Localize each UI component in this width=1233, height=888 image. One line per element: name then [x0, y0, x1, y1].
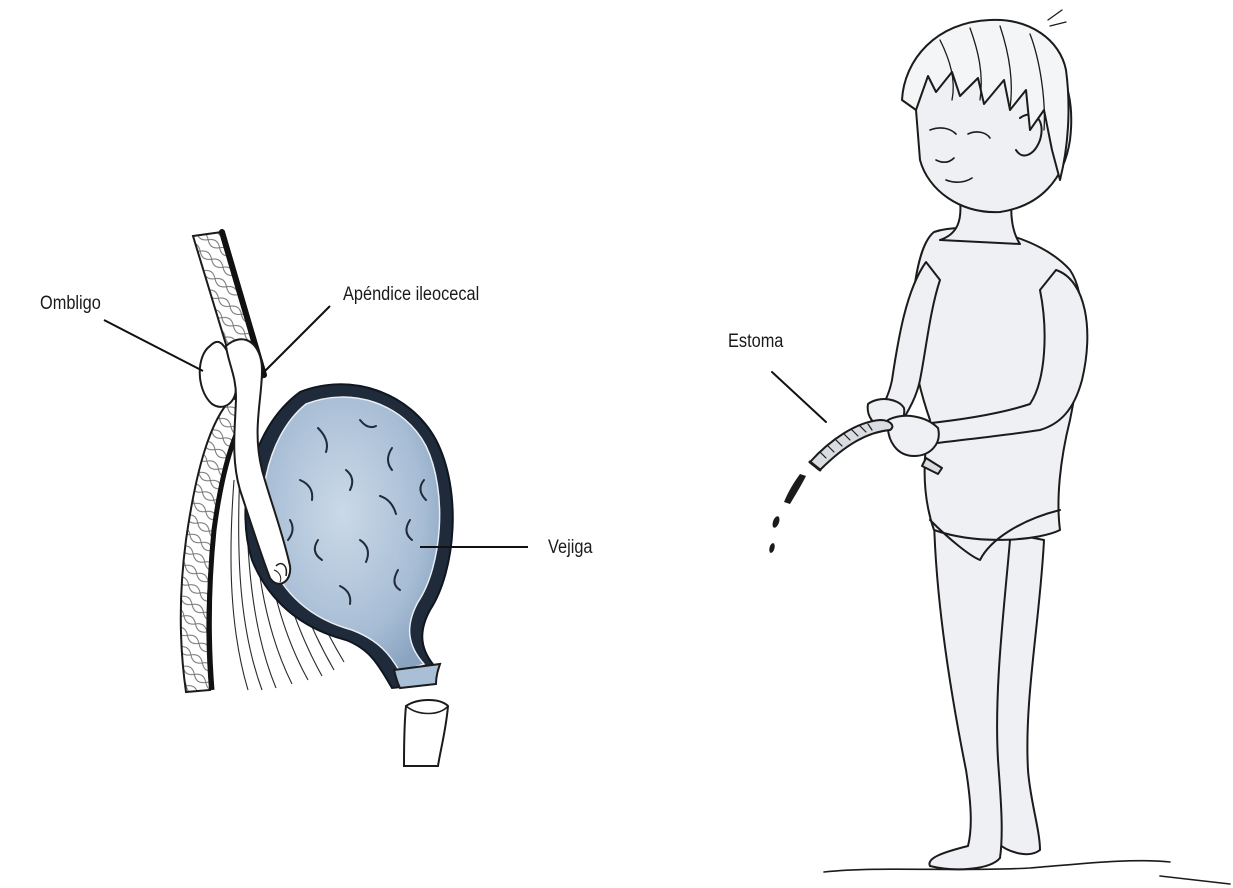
label-estoma: Estoma: [728, 332, 783, 351]
hand-right: [888, 416, 939, 456]
ground-line: [824, 861, 1230, 884]
label-vejiga: Vejiga: [548, 538, 593, 557]
label-apendice: Apéndice ileocecal: [343, 285, 479, 304]
urine-drops: [768, 474, 806, 553]
leader-line-ombligo: [104, 320, 203, 371]
bladder-diagram: [104, 232, 528, 766]
child-figure: [768, 10, 1230, 884]
leader-line-estoma: [772, 372, 826, 422]
urethra-stump: [404, 700, 448, 766]
label-ombligo: Ombligo: [40, 294, 101, 313]
leader-line-apendice: [262, 306, 330, 374]
leg-front: [929, 520, 1010, 869]
